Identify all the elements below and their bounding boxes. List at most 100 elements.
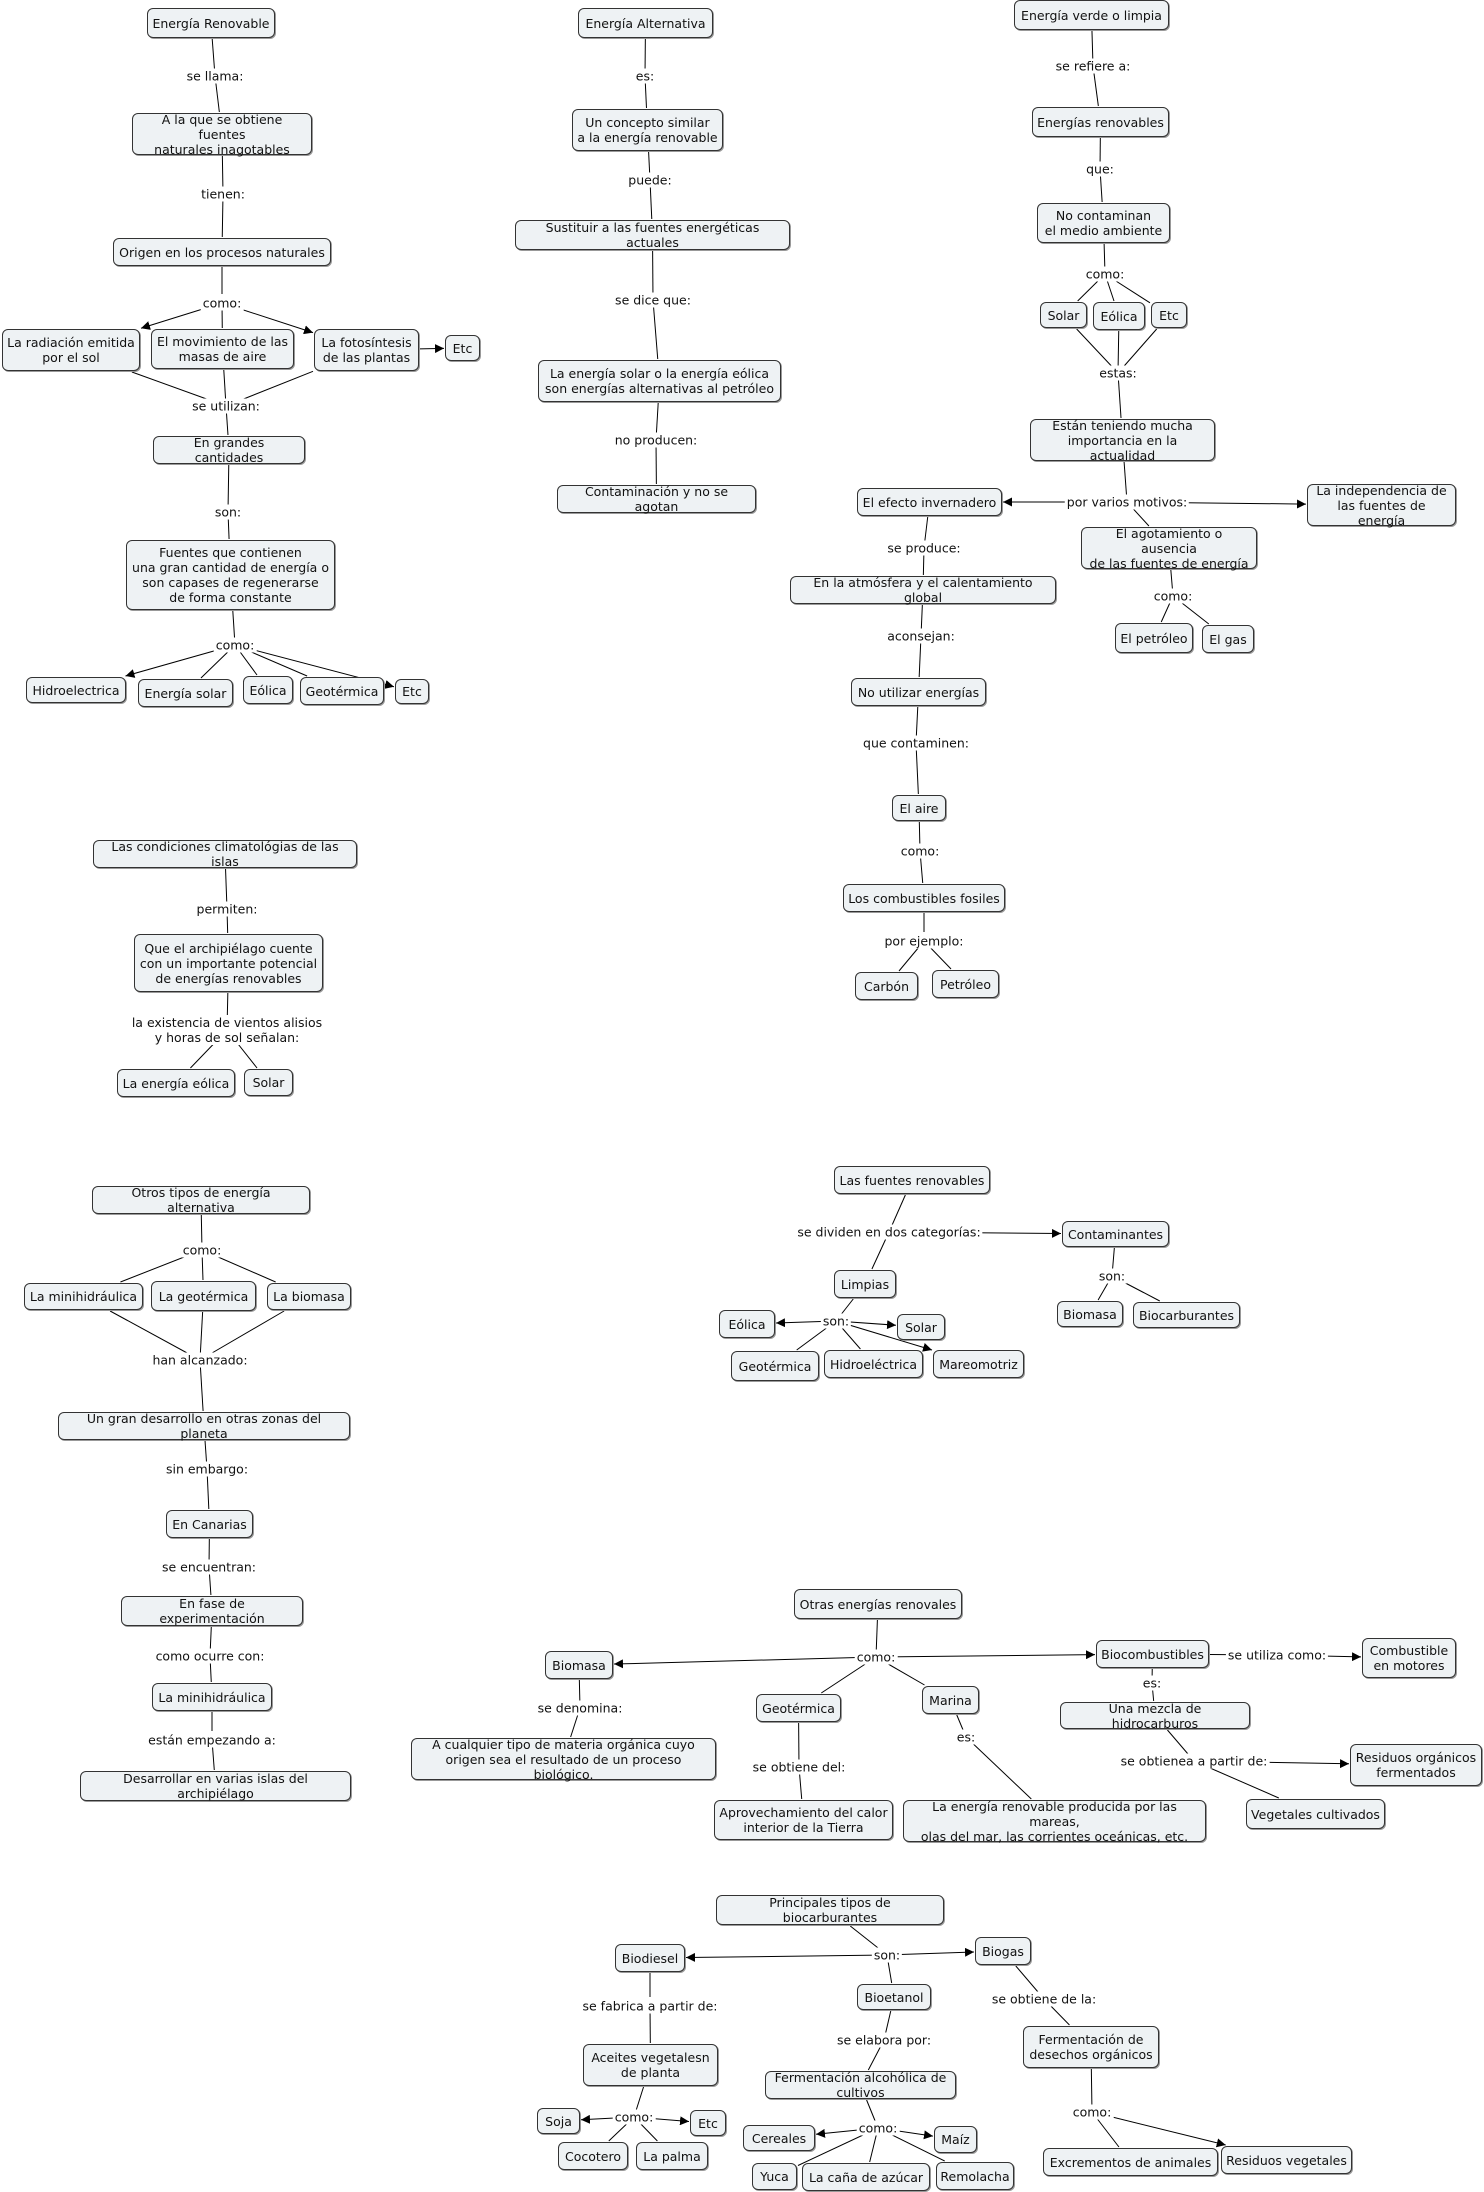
concept-node-n55[interactable]: Biocarburantes bbox=[1133, 1302, 1240, 1328]
concept-node-n13[interactable]: Geotérmica bbox=[300, 677, 384, 705]
concept-node-n58[interactable]: Geotérmica bbox=[731, 1351, 819, 1381]
concept-node-n77[interactable]: Aceites vegetalesn de planta bbox=[583, 2044, 718, 2086]
concept-node-n9[interactable]: Fuentes que contienen una gran cantidad … bbox=[126, 540, 335, 610]
concept-node-n53[interactable]: Limpias bbox=[834, 1270, 896, 1298]
connector-line bbox=[613, 1656, 877, 1669]
concept-node-n15[interactable]: Energía Alternativa bbox=[578, 8, 713, 38]
concept-node-n42[interactable]: Otros tipos de energía alternativa bbox=[92, 1185, 310, 1215]
concept-node-n89[interactable]: Excrementos de animales bbox=[1043, 2148, 1218, 2176]
concept-node-n38[interactable]: Las condiciones climatológias de las isl… bbox=[93, 839, 357, 869]
concept-node-n30[interactable]: El petróleo bbox=[1115, 623, 1193, 653]
concept-node-n20[interactable]: Energía verde o limpia bbox=[1014, 0, 1169, 30]
linking-phrase-l46: como: bbox=[1070, 2104, 1114, 2120]
concept-node-n10[interactable]: Hidroelectrica bbox=[26, 677, 126, 703]
linking-phrase-l31: son: bbox=[820, 1313, 852, 1329]
concept-node-n35[interactable]: Los combustibles fosiles bbox=[843, 884, 1005, 912]
concept-node-n74[interactable]: Biodiesel bbox=[615, 1944, 685, 1972]
concept-node-n54[interactable]: Biomasa bbox=[1057, 1301, 1123, 1327]
concept-node-n51[interactable]: Las fuentes renovables bbox=[834, 1166, 990, 1194]
linking-phrase-l8: puede: bbox=[626, 172, 674, 188]
concept-node-n25[interactable]: Etc bbox=[1151, 302, 1187, 328]
concept-node-n50[interactable]: Desarrollar en varias islas del archipié… bbox=[80, 1771, 351, 1801]
concept-node-n67[interactable]: Una mezcla de hidrocarburos bbox=[1060, 1701, 1250, 1731]
concept-node-n63[interactable]: Biocombustibles bbox=[1096, 1640, 1209, 1668]
concept-node-n14[interactable]: Etc bbox=[395, 679, 429, 704]
concept-node-n16[interactable]: Un concepto similar a la energía renovab… bbox=[572, 109, 723, 151]
concept-node-n48[interactable]: En fase de experimentación bbox=[121, 1596, 303, 1626]
concept-node-n33[interactable]: No utilizar energías bbox=[851, 678, 986, 706]
concept-node-n5[interactable]: El movimiento de las masas de aire bbox=[151, 329, 294, 369]
concept-node-n83[interactable]: La palma bbox=[636, 2142, 708, 2170]
concept-node-n65[interactable]: Geotérmica bbox=[756, 1694, 841, 1722]
concept-node-n32[interactable]: En la atmósfera y el calentamiento globa… bbox=[790, 575, 1056, 605]
concept-node-n72[interactable]: La energía renovable producida por las m… bbox=[903, 1799, 1206, 1844]
linking-phrase-l23: la existencia de vientos alisios y horas… bbox=[129, 1015, 325, 1045]
concept-node-n64[interactable]: Combustible en motores bbox=[1362, 1638, 1456, 1678]
concept-node-n44[interactable]: La geotérmica bbox=[151, 1281, 256, 1311]
concept-node-n75[interactable]: Biogas bbox=[975, 1937, 1031, 1965]
concept-node-n7[interactable]: Etc bbox=[445, 335, 480, 361]
concept-node-n61[interactable]: Otras energías renovales bbox=[794, 1589, 962, 1619]
concept-node-n78[interactable]: Fermentación alcohólica de cultivos bbox=[765, 2070, 956, 2100]
concept-node-n4[interactable]: La radiación emitida por el sol bbox=[2, 329, 140, 371]
concept-node-n76[interactable]: Bioetanol bbox=[857, 1984, 931, 2010]
concept-node-n80[interactable]: Soja bbox=[537, 2108, 580, 2134]
concept-node-n88[interactable]: Remolacha bbox=[936, 2162, 1014, 2190]
concept-node-n1[interactable]: Energía Renovable bbox=[147, 8, 275, 38]
concept-node-n2[interactable]: A la que se obtiene fuentes naturales in… bbox=[132, 112, 312, 157]
concept-node-n84[interactable]: Cereales bbox=[743, 2125, 815, 2151]
linking-phrase-l39: se obtienea a partir de: bbox=[1118, 1753, 1270, 1769]
concept-node-n19[interactable]: Contaminación y no se agotan bbox=[557, 484, 756, 514]
concept-node-n43[interactable]: La minihidráulica bbox=[24, 1283, 143, 1310]
concept-node-n37[interactable]: Petróleo bbox=[932, 970, 999, 998]
concept-node-n87[interactable]: La caña de azúcar bbox=[802, 2163, 930, 2191]
concept-node-n47[interactable]: En Canarias bbox=[166, 1510, 253, 1538]
concept-node-n18[interactable]: La energía solar o la energía eólica son… bbox=[538, 360, 781, 402]
concept-node-n29[interactable]: El agotamiento o ausencia de las fuentes… bbox=[1081, 526, 1257, 571]
concept-node-n71[interactable]: Aprovechamiento del calor interior de la… bbox=[714, 1800, 893, 1840]
concept-node-n57[interactable]: Solar bbox=[897, 1314, 945, 1340]
concept-node-n46[interactable]: Un gran desarrollo en otras zonas del pl… bbox=[58, 1411, 350, 1441]
concept-node-n82[interactable]: Cocotero bbox=[558, 2142, 628, 2170]
concept-node-n40[interactable]: La energía eólica bbox=[117, 1069, 235, 1097]
concept-node-n66[interactable]: Marina bbox=[922, 1686, 979, 1714]
linking-phrase-l13: como: bbox=[1083, 266, 1127, 282]
concept-node-n26[interactable]: Están teniendo mucha importancia en la a… bbox=[1030, 418, 1215, 463]
connector-line bbox=[419, 344, 445, 354]
concept-node-n27[interactable]: El efecto invernadero bbox=[857, 488, 1002, 516]
concept-node-n28[interactable]: La independencia de las fuentes de energ… bbox=[1307, 483, 1456, 528]
concept-node-n17[interactable]: Sustituir a las fuentes energéticas actu… bbox=[515, 220, 790, 250]
concept-node-n34[interactable]: El aire bbox=[892, 795, 946, 821]
concept-node-n23[interactable]: Solar bbox=[1040, 302, 1087, 328]
concept-node-n73[interactable]: Principales tipos de biocarburantes bbox=[716, 1895, 944, 1925]
concept-node-n69[interactable]: Residuos orgánicos fermentados bbox=[1350, 1744, 1482, 1786]
concept-node-n68[interactable]: A cualquier tipo de materia orgánica cuy… bbox=[411, 1737, 716, 1782]
concept-node-n60[interactable]: Mareomotriz bbox=[933, 1350, 1024, 1378]
concept-node-n12[interactable]: Eólica bbox=[243, 676, 293, 704]
concept-node-n90[interactable]: Residuos vegetales bbox=[1221, 2146, 1352, 2174]
concept-node-n21[interactable]: Energías renovables bbox=[1032, 107, 1169, 137]
concept-node-n22[interactable]: No contaminan el medio ambiente bbox=[1037, 203, 1170, 243]
concept-node-n86[interactable]: Yuca bbox=[752, 2163, 797, 2190]
concept-node-n45[interactable]: La biomasa bbox=[267, 1283, 351, 1310]
concept-node-n49[interactable]: La minihidráulica bbox=[152, 1683, 272, 1711]
concept-node-n81[interactable]: Etc bbox=[690, 2110, 726, 2136]
concept-node-n11[interactable]: Energía solar bbox=[138, 679, 233, 707]
concept-node-n56[interactable]: Eólica bbox=[719, 1310, 775, 1338]
concept-node-n79[interactable]: Fermentación de desechos orgánicos bbox=[1023, 2026, 1159, 2068]
concept-node-n8[interactable]: En grandes cantidades bbox=[153, 435, 305, 465]
concept-node-n3[interactable]: Origen en los procesos naturales bbox=[113, 238, 331, 266]
concept-node-n41[interactable]: Solar bbox=[244, 1069, 293, 1096]
concept-node-n36[interactable]: Carbón bbox=[855, 972, 918, 1000]
concept-node-n6[interactable]: La fotosíntesis de las plantas bbox=[314, 329, 419, 371]
concept-node-n24[interactable]: Eólica bbox=[1093, 302, 1145, 330]
concept-node-n52[interactable]: Contaminantes bbox=[1062, 1221, 1169, 1247]
concept-node-n62[interactable]: Biomasa bbox=[545, 1651, 613, 1679]
connector-line bbox=[199, 1359, 204, 1412]
linking-phrase-l28: como ocurre con: bbox=[153, 1648, 267, 1664]
concept-node-n39[interactable]: Que el archipiélago cuente con un import… bbox=[134, 934, 323, 992]
concept-node-n31[interactable]: El gas bbox=[1202, 625, 1254, 653]
concept-node-n85[interactable]: Maíz bbox=[934, 2126, 977, 2153]
concept-node-n59[interactable]: Hidroeléctrica bbox=[824, 1350, 923, 1378]
concept-node-n70[interactable]: Vegetales cultivados bbox=[1246, 1799, 1385, 1829]
